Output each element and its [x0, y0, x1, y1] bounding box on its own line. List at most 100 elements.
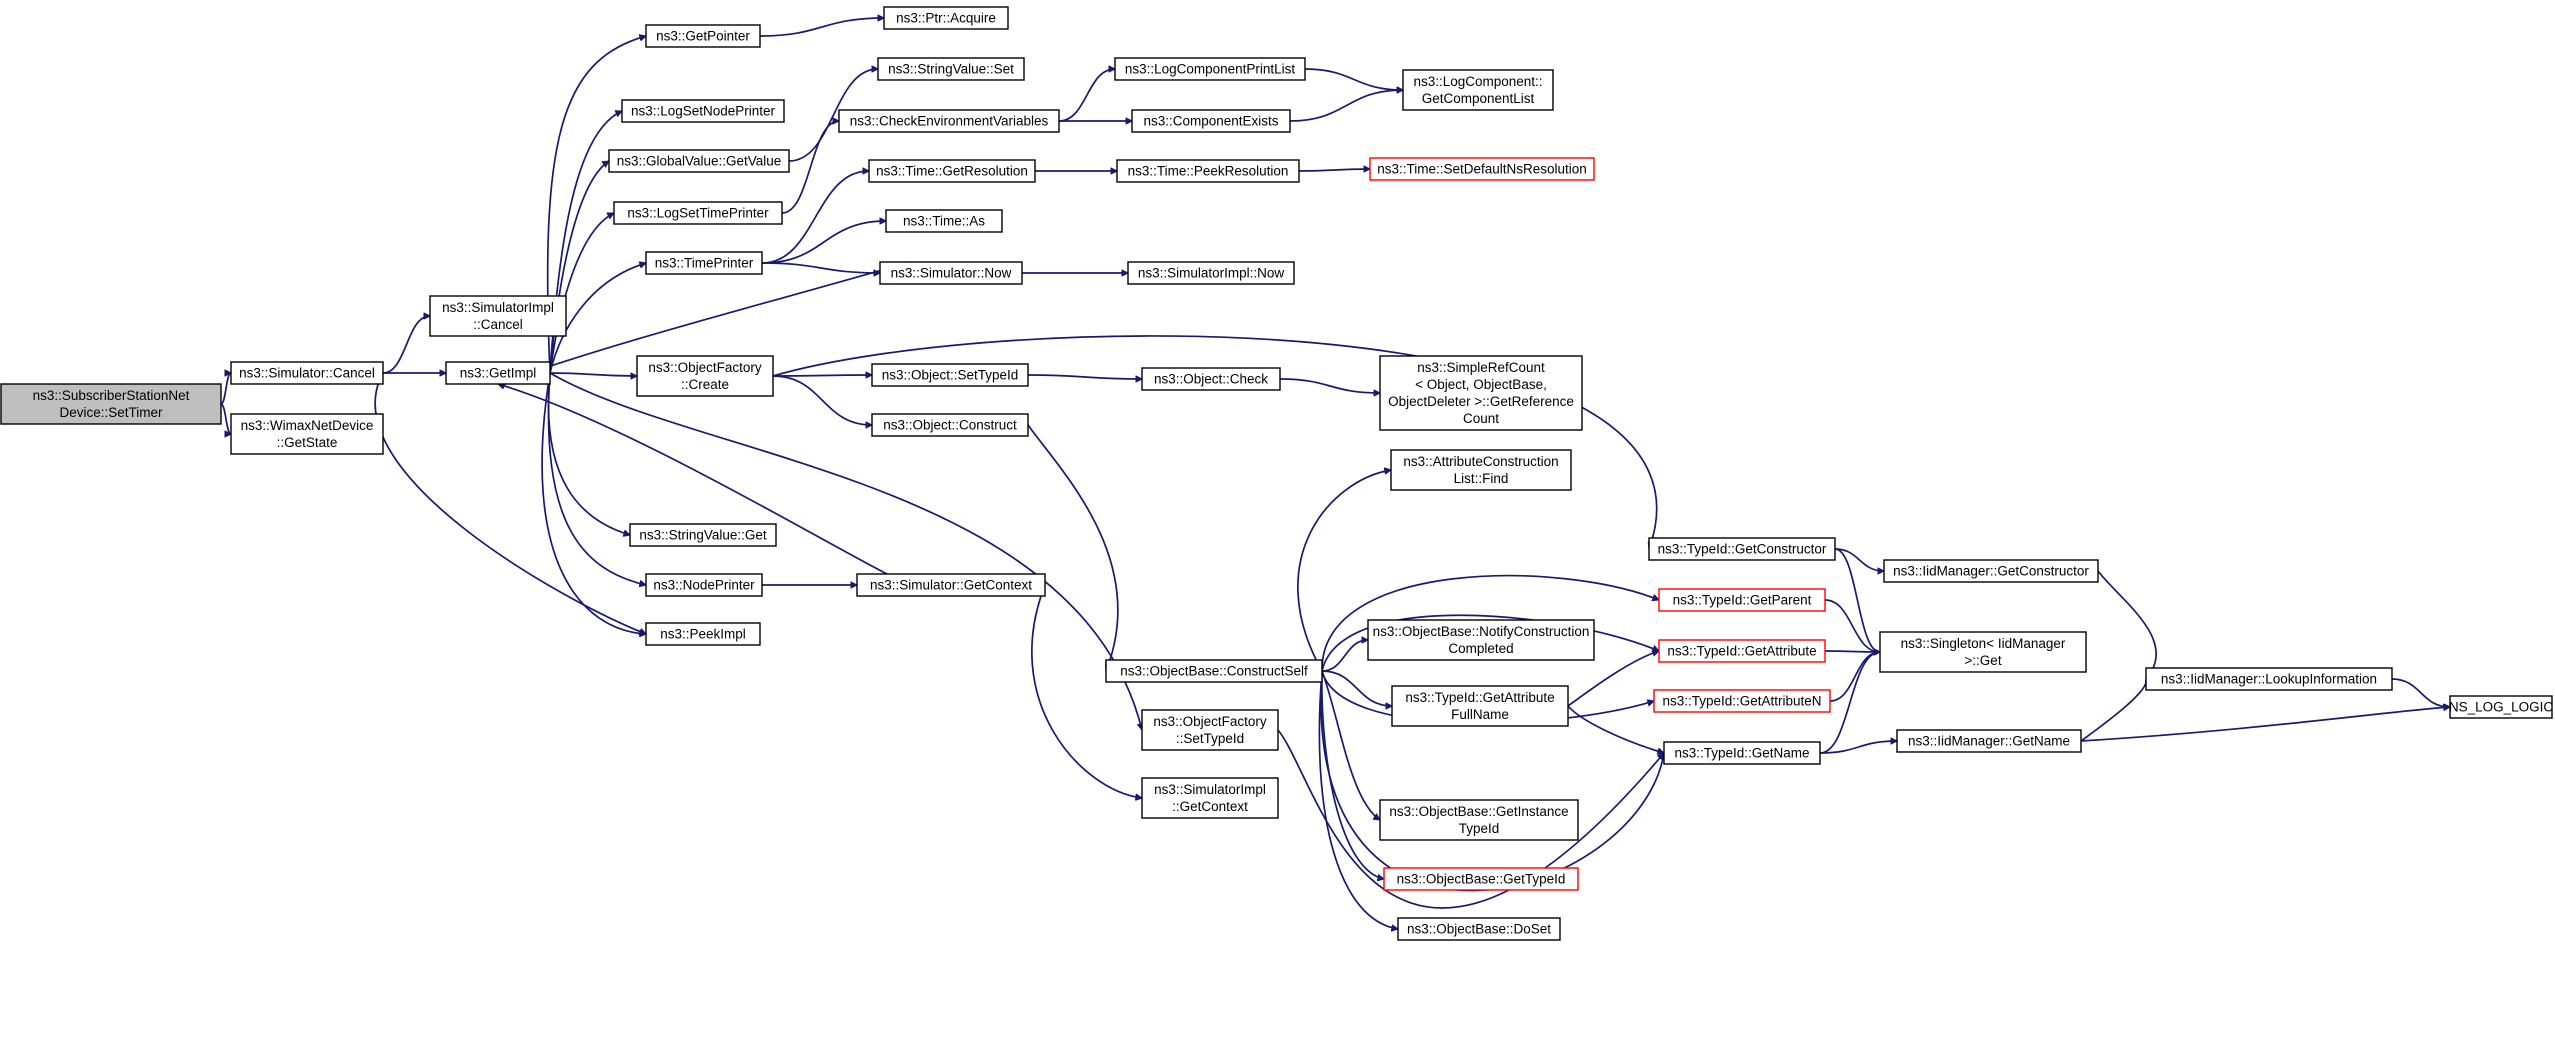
node-label-line: ns3::WimaxNetDevice [241, 418, 374, 433]
node-box [1367, 619, 1595, 661]
call-node-typeidgetconstructor[interactable]: ns3::TypeId::GetConstructor [1648, 537, 1836, 561]
call-edge-getpointer-to-ptracquire [759, 18, 884, 37]
call-node-singletonget[interactable]: ns3::Singleton< IidManager>::Get [1879, 631, 2087, 673]
call-node-wimaxgetstate[interactable]: ns3::WimaxNetDevice::GetState [230, 413, 384, 455]
call-node-logcompgetlist[interactable]: ns3::LogComponent::GetComponentList [1402, 69, 1554, 111]
call-node-timepeekresolution[interactable]: ns3::Time::PeekResolution [1116, 159, 1300, 183]
call-node-peekimpl[interactable]: ns3::PeekImpl [645, 622, 761, 646]
node-label-line: ns3::GlobalValue::GetValue [617, 154, 782, 169]
node-label-line: ::Cancel [473, 317, 523, 332]
call-edge-logcompprintlist-to-logcompgetlist [1304, 68, 1403, 90]
node-box [1369, 157, 1595, 181]
call-node-objbasenotify[interactable]: ns3::ObjectBase::NotifyConstructionCompl… [1367, 619, 1595, 661]
call-edge-objfactorysettypeid-to-typeidgetname [1277, 729, 1664, 909]
call-node-simgetcontext[interactable]: ns3::Simulator::GetContext [856, 573, 1046, 597]
call-edge-objbaseconstructself-to-typeidgetattribute [1321, 614, 1659, 672]
call-node-objectsettypeid[interactable]: ns3::Object::SetTypeId [871, 363, 1029, 387]
call-edge-objbaseconstructself-to-objbasedoset [1318, 670, 1398, 929]
node-box [613, 201, 783, 225]
call-edge-objbaseconstructself-to-typeidgetparent [1321, 574, 1659, 672]
call-node-objbaseconstructself[interactable]: ns3::ObjectBase::ConstructSelf [1105, 659, 1323, 683]
call-node-simimplnow[interactable]: ns3::SimulatorImpl::Now [1127, 261, 1295, 285]
node-label-line: ns3::Simulator::GetContext [870, 578, 1032, 593]
node-label-line: ns3::TimePrinter [655, 256, 754, 271]
call-node-globalvaluegetvalue[interactable]: ns3::GlobalValue::GetValue [608, 149, 790, 173]
call-edge-objectconstruct-to-objbaseconstructself [1027, 424, 1119, 671]
call-edge-timepeekresolution-to-timesetdefaultns [1298, 169, 1370, 171]
node-label-line: ns3::GetPointer [656, 29, 750, 44]
call-edge-getimpl-to-objfactorysettypeid [549, 372, 1142, 730]
call-node-typeidgetattribute[interactable]: ns3::TypeId::GetAttribute [1658, 639, 1826, 663]
node-label-line: ns3::StringValue::Set [888, 62, 1014, 77]
call-node-objbasegettypeid[interactable]: ns3::ObjectBase::GetTypeId [1383, 867, 1579, 891]
call-node-timegetresolution[interactable]: ns3::Time::GetResolution [868, 159, 1036, 183]
call-node-nodeprinter[interactable]: ns3::NodePrinter [645, 573, 763, 597]
call-node-objbasedoset[interactable]: ns3::ObjectBase::DoSet [1397, 917, 1561, 941]
call-node-stringvalueget[interactable]: ns3::StringValue::Get [629, 523, 777, 547]
node-box [636, 355, 774, 397]
node-label-line: Count [1463, 411, 1499, 426]
node-box [230, 413, 384, 455]
node-box [1658, 588, 1826, 612]
node-label-line: ns3::ObjectBase::GetInstance [1389, 804, 1568, 819]
call-edge-typeidgetattribute-to-singletonget [1824, 651, 1880, 652]
call-node-getpointer[interactable]: ns3::GetPointer [645, 24, 761, 48]
node-label-line: ns3::NodePrinter [653, 578, 755, 593]
call-edge-getimpl-to-peekimpl [541, 372, 646, 634]
node-label-line: ns3::GetImpl [460, 366, 537, 381]
node-box [1105, 659, 1323, 683]
call-node-nsloglogic[interactable]: NS_LOG_LOGIC [2449, 695, 2554, 719]
call-edge-typeidgetattributen-to-singletonget [1829, 652, 1880, 702]
call-edge-root-to-wimaxgetstate [220, 403, 232, 434]
node-box [1141, 367, 1281, 391]
call-node-typeidgetattributen[interactable]: ns3::TypeId::GetAttributeN [1653, 689, 1831, 713]
call-node-objectconstruct[interactable]: ns3::Object::Construct [871, 413, 1029, 437]
node-label-line: ns3::PeekImpl [660, 627, 746, 642]
call-node-typeidgetparent[interactable]: ns3::TypeId::GetParent [1658, 588, 1826, 612]
call-edge-objbaseconstructself-to-objbasegettypeid [1321, 670, 1384, 879]
node-box [429, 295, 567, 337]
call-node-timesetdefaultns[interactable]: ns3::Time::SetDefaultNsResolution [1369, 157, 1595, 181]
call-node-simplerefcount[interactable]: ns3::SimpleRefCount< Object, ObjectBase,… [1379, 355, 1583, 431]
node-box [838, 109, 1060, 133]
call-edge-checkenv-to-logcompprintlist [1058, 69, 1115, 122]
call-node-simimplcancel[interactable]: ns3::SimulatorImpl::Cancel [429, 295, 567, 337]
call-node-checkenv[interactable]: ns3::CheckEnvironmentVariables [838, 109, 1060, 133]
call-node-objectfactorycreate[interactable]: ns3::ObjectFactory::Create [636, 355, 774, 397]
call-node-objectcheck[interactable]: ns3::Object::Check [1141, 367, 1281, 391]
call-node-simulatornow[interactable]: ns3::Simulator::Now [879, 261, 1023, 285]
call-edge-componentexists-to-logcompgetlist [1289, 90, 1403, 122]
call-node-logsetnodeprinter[interactable]: ns3::LogSetNodePrinter [621, 99, 785, 123]
node-label-line: ns3::CheckEnvironmentVariables [850, 114, 1049, 129]
call-node-timeprinter[interactable]: ns3::TimePrinter [645, 251, 763, 275]
node-box [868, 159, 1036, 183]
call-node-objfactorysettypeid[interactable]: ns3::ObjectFactory::SetTypeId [1141, 709, 1279, 751]
call-node-iidgetname[interactable]: ns3::IidManager::GetName [1896, 729, 2082, 753]
node-box [645, 573, 763, 597]
call-edge-simgetcontext-to-simimplgetcontext [1031, 584, 1142, 798]
call-node-stringvalueset[interactable]: ns3::StringValue::Set [877, 57, 1025, 81]
node-label-line: ns3::SimulatorImpl [1154, 782, 1266, 797]
node-label-line: ns3::TypeId::GetAttribute [1667, 644, 1816, 659]
call-node-timeas[interactable]: ns3::Time::As [885, 209, 1003, 233]
call-node-iidlookupinfo[interactable]: ns3::IidManager::LookupInformation [2145, 667, 2393, 691]
call-edge-typeidgetconstructor-to-iidgetconstructor [1834, 548, 1884, 571]
call-node-simcancel[interactable]: ns3::Simulator::Cancel [230, 361, 384, 385]
call-edge-iidlookupinfo-to-nsloglogic [2391, 678, 2450, 707]
node-box [877, 57, 1025, 81]
call-edge-objectcheck-to-simplerefcount [1279, 378, 1380, 393]
call-node-typeidgetname[interactable]: ns3::TypeId::GetName [1663, 741, 1821, 765]
call-node-logsettimeprinter[interactable]: ns3::LogSetTimePrinter [613, 201, 783, 225]
call-node-iidgetconstructor[interactable]: ns3::IidManager::GetConstructor [1883, 559, 2099, 583]
call-node-simimplgetcontext[interactable]: ns3::SimulatorImpl::GetContext [1141, 777, 1279, 819]
call-node-componentexists[interactable]: ns3::ComponentExists [1131, 109, 1291, 133]
call-node-logcompprintlist[interactable]: ns3::LogComponentPrintList [1114, 57, 1306, 81]
call-edge-objbaseconstructself-to-attrconstructionfind [1297, 470, 1391, 672]
node-box [1402, 69, 1554, 111]
call-node-ptracquire[interactable]: ns3::Ptr::Acquire [883, 6, 1009, 30]
call-node-getimpl[interactable]: ns3::GetImpl [445, 361, 551, 385]
node-label-line: ns3::IidManager::LookupInformation [2161, 672, 2377, 687]
